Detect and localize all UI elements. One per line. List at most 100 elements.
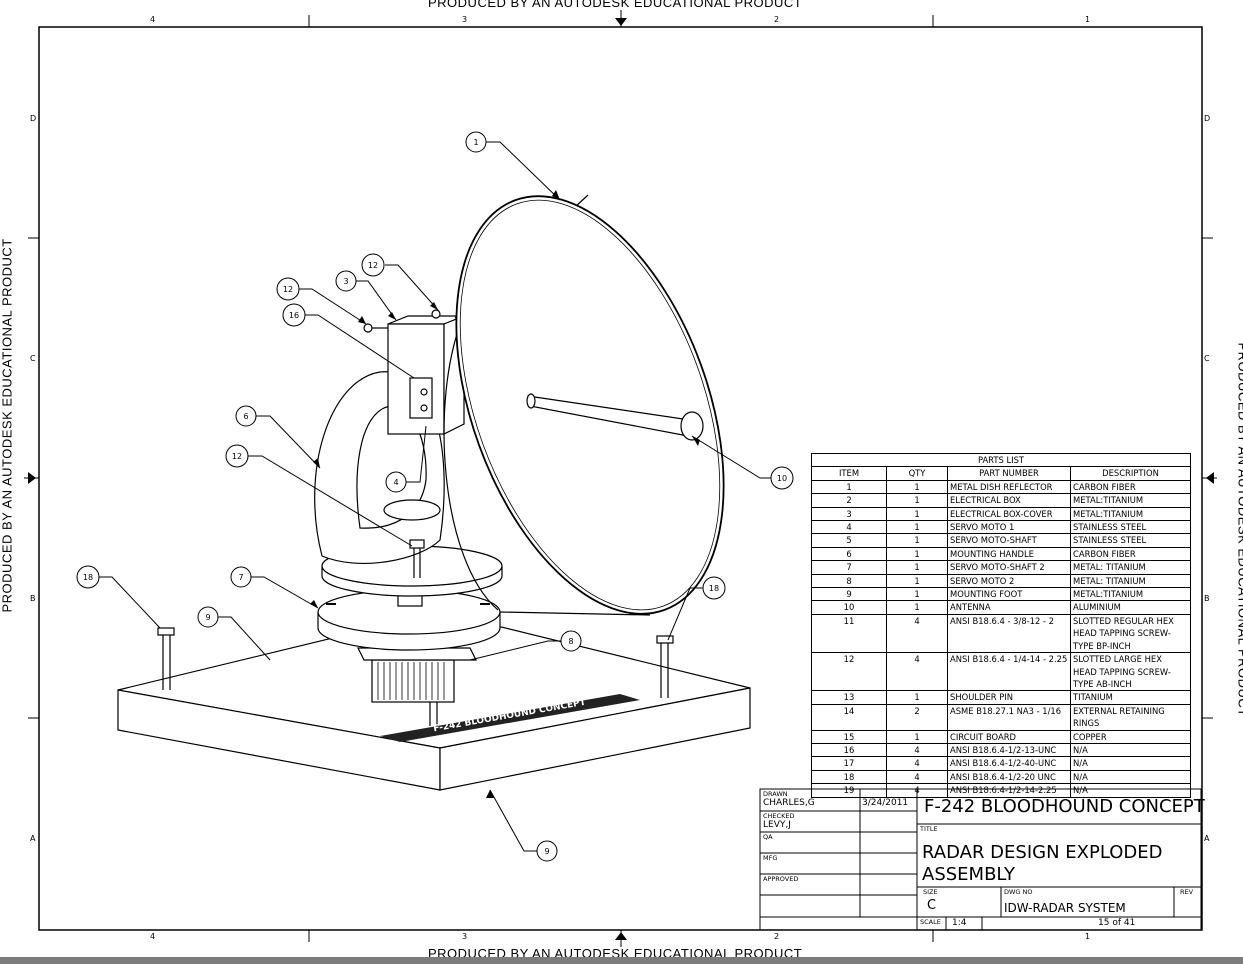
zone-col-2-bottom: 2 <box>774 932 780 941</box>
rev-label: REV <box>1180 888 1194 896</box>
cell-description: METAL:TITANIUM <box>1070 493 1191 508</box>
cell-description: TITANIUM <box>1070 690 1191 705</box>
balloon-16: 16 <box>289 311 299 320</box>
mfg-label: MFG <box>763 854 778 862</box>
scale-value: 1:4 <box>952 918 967 928</box>
dwg-no-value: IDW-RADAR SYSTEM <box>1004 901 1126 915</box>
dish-reflector <box>443 194 725 616</box>
zone-col-3-bottom: 3 <box>462 932 468 941</box>
title-line-2: ASSEMBLY <box>922 864 1016 885</box>
cell-qty: 4 <box>886 742 948 758</box>
checked-label: CHECKED <box>763 812 795 820</box>
cell-description: N/A <box>1070 783 1191 798</box>
cell-item: 8 <box>811 573 887 589</box>
approved-label: APPROVED <box>763 875 799 883</box>
balloon-4: 4 <box>393 478 398 487</box>
balloon-12-left: 12 <box>283 285 293 294</box>
cell-qty: 1 <box>886 533 948 548</box>
cell-qty: 1 <box>886 520 948 535</box>
cell-item: 7 <box>811 560 887 575</box>
balloon-18-left: 18 <box>83 573 93 582</box>
balloon-7: 7 <box>238 573 243 582</box>
bottom-scroll-strip <box>0 957 1243 964</box>
leader-lines <box>99 141 772 852</box>
zone-col-1-bottom: 1 <box>1085 932 1091 941</box>
cell-item: 6 <box>811 546 887 562</box>
balloon-numbers: 1 3 12 12 16 6 12 4 10 7 9 18 18 8 9 <box>83 138 787 856</box>
col-header-qty: QTY <box>886 466 948 481</box>
cell-qty: 1 <box>886 479 948 495</box>
cell-description: METAL:TITANIUM <box>1070 506 1191 522</box>
cell-part-number: ANSI B18.6.4-1/2-40-UNC <box>947 756 1071 771</box>
watermark-top: PRODUCED BY AN AUTODESK EDUCATIONAL PROD… <box>428 0 803 10</box>
zone-row-c-right: C <box>1204 354 1210 363</box>
cell-description: METAL:TITANIUM <box>1070 587 1191 602</box>
parts-list-title: PARTS LIST <box>811 452 1191 468</box>
leader-arrowheads <box>310 190 700 798</box>
cell-description: SLOTTED REGULAR HEX HEAD TAPPING SCREW-T… <box>1070 613 1191 654</box>
cell-qty: 2 <box>886 703 948 731</box>
assembly-geometry <box>117 194 751 791</box>
cell-description: CARBON FIBER <box>1070 546 1191 562</box>
zone-row-a-right: A <box>1204 834 1210 843</box>
drawn-date: 3/24/2011 <box>862 798 909 808</box>
balloon-9-top: 9 <box>205 613 210 622</box>
balloon-12-lower: 12 <box>232 452 242 461</box>
cell-qty: 1 <box>886 729 948 744</box>
drawn-by: CHARLES,G <box>763 798 815 808</box>
cell-part-number: ANSI B18.6.4-1/2-20 UNC <box>947 769 1071 785</box>
col-header-part-number: PART NUMBER <box>947 466 1071 481</box>
servo-motor-2 <box>357 647 477 703</box>
balloon-8: 8 <box>568 637 573 646</box>
cell-qty: 4 <box>886 652 948 692</box>
zone-col-4-bottom: 4 <box>150 932 156 941</box>
zone-row-b-left: B <box>30 594 36 603</box>
title-label: TITLE <box>920 825 938 833</box>
parts-list-table: PARTS LIST ITEM QTY PART NUMBER DESCRIPT… <box>811 452 1191 798</box>
title-line-1: RADAR DESIGN EXPLODED <box>922 842 1163 863</box>
zone-row-a-left: A <box>30 834 36 843</box>
zone-row-c-left: C <box>30 354 36 363</box>
drawn-label: DRAWN <box>763 790 788 798</box>
cell-item: 11 <box>811 613 887 654</box>
scale-label: SCALE <box>920 918 941 926</box>
zone-col-1-top: 1 <box>1085 15 1091 24</box>
balloon-12-top: 12 <box>368 261 378 270</box>
zone-row-d-left: D <box>30 114 37 123</box>
balloon-3: 3 <box>343 277 348 286</box>
cell-part-number: ANTENNA <box>947 600 1071 615</box>
balloon-circles <box>76 131 794 862</box>
balloon-6: 6 <box>243 412 248 421</box>
cell-item: 5 <box>811 533 887 548</box>
cell-part-number: CIRCUIT BOARD <box>947 729 1071 744</box>
cell-qty: 1 <box>886 493 948 508</box>
cell-item: 2 <box>811 493 887 508</box>
project-name: F-242 BLOODHOUND CONCEPT <box>924 796 1205 817</box>
size-value: C <box>927 898 937 913</box>
cell-item: 13 <box>811 690 887 705</box>
cell-item: 16 <box>811 742 887 758</box>
cell-description: STAINLESS STEEL <box>1070 533 1191 548</box>
center-arrows <box>28 18 1214 940</box>
cell-description: METAL: TITANIUM <box>1070 573 1191 589</box>
